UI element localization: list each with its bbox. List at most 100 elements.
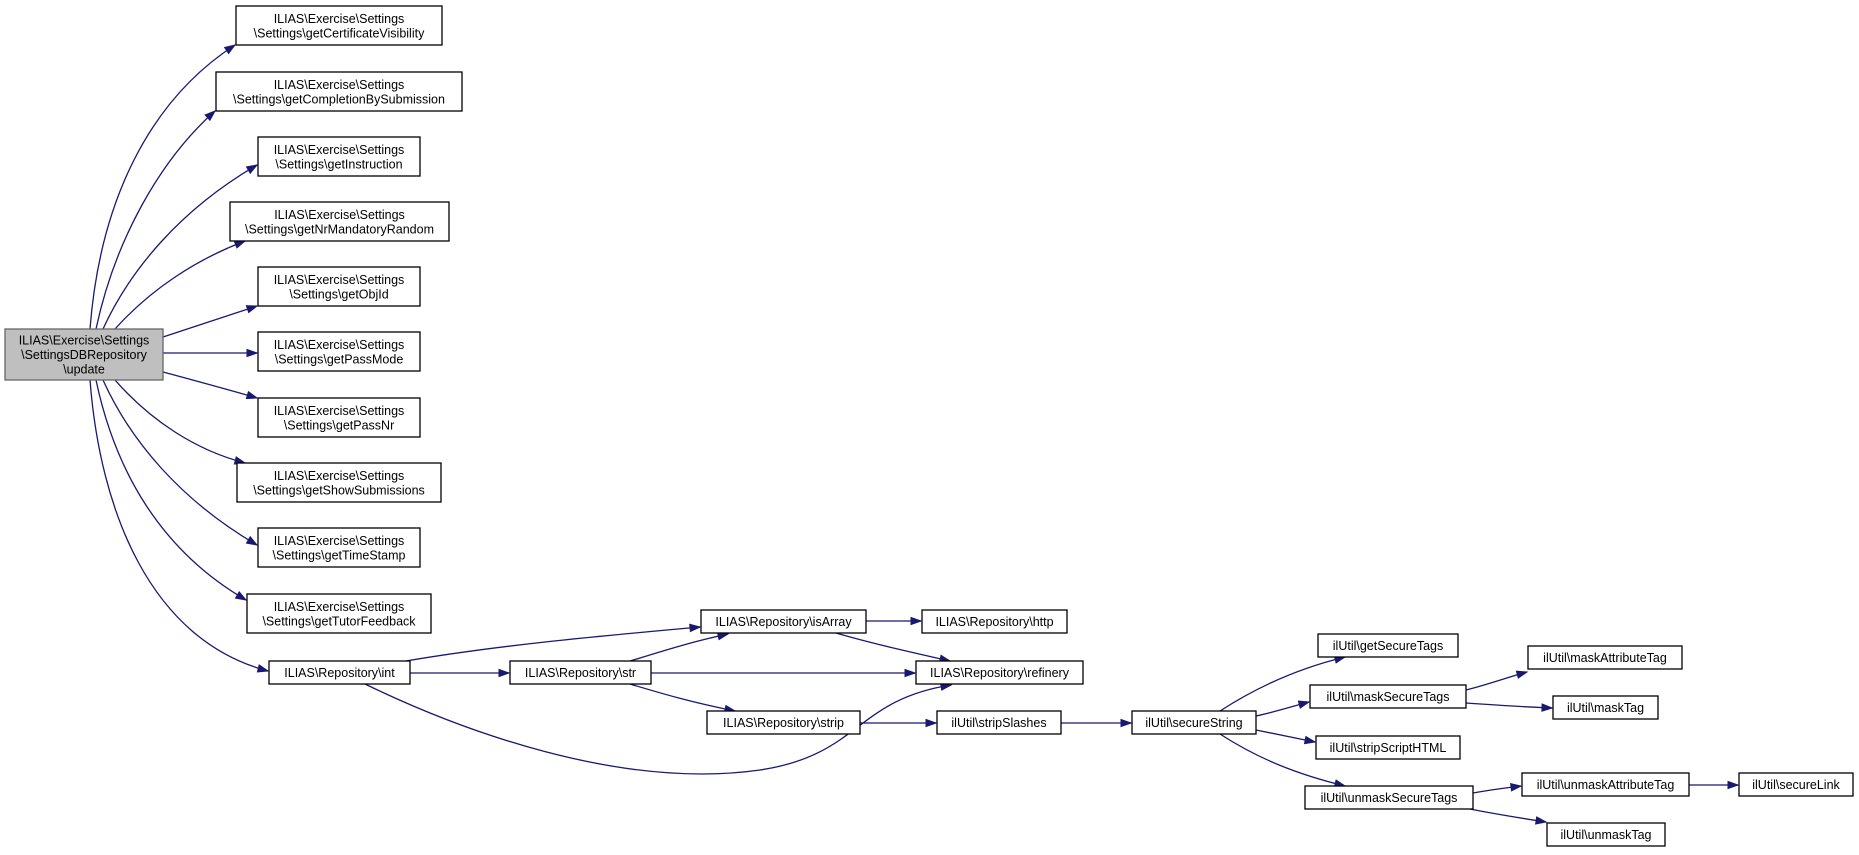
node-maskSecureTags[interactable]: ilUtil\maskSecureTags [1309, 684, 1467, 709]
arrowhead [1541, 703, 1554, 712]
edge-secureString-to-maskSecureTags [1255, 700, 1311, 717]
node-int[interactable]: ILIAS\Repository\int [268, 660, 411, 685]
edge-update-to-getCompletionBySubmission [95, 110, 217, 330]
node-box [229, 201, 450, 242]
node-getTutorFeedback[interactable]: ILIAS\Exercise\Settings\Settings\getTuto… [246, 593, 432, 634]
arrowhead [245, 164, 259, 175]
node-getPassMode[interactable]: ILIAS\Exercise\Settings\Settings\getPass… [257, 331, 421, 372]
node-label: ILIAS\Exercise\Settings [274, 143, 405, 157]
arrowhead [245, 535, 259, 546]
node-label: ilUtil\maskTag [1567, 701, 1644, 715]
edge-line [89, 44, 236, 330]
node-box [1131, 710, 1257, 735]
node-box [936, 710, 1062, 735]
node-stripSlashes[interactable]: ilUtil\stripSlashes [936, 710, 1062, 735]
node-box [509, 660, 652, 685]
node-getObjId[interactable]: ILIAS\Exercise\Settings\Settings\getObjI… [257, 266, 421, 307]
arrowhead [245, 305, 259, 314]
node-box [1546, 822, 1666, 847]
node-label: ilUtil\maskSecureTags [1327, 690, 1450, 704]
node-box [700, 609, 867, 634]
edge-line [162, 305, 258, 338]
arrowhead [233, 240, 247, 249]
node-unmaskTag[interactable]: ilUtil\unmaskTag [1546, 822, 1666, 847]
node-refinery[interactable]: ILIAS\Repository\refinery [915, 660, 1084, 685]
node-label: ilUtil\stripSlashes [951, 716, 1046, 730]
node-unmaskAttributeTag[interactable]: ilUtil\unmaskAttributeTag [1521, 772, 1690, 797]
node-secureLink[interactable]: ilUtil\secureLink [1738, 772, 1854, 797]
node-label: ILIAS\Exercise\Settings [274, 404, 405, 418]
edge-line [405, 626, 701, 662]
node-box [215, 71, 463, 112]
edge-update-to-getTimeStamp [102, 379, 259, 546]
node-box [257, 397, 421, 438]
edge-line [1219, 733, 1346, 787]
arrowhead [1510, 783, 1523, 792]
edge-strip-to-stripSlashes [860, 718, 938, 728]
node-box [246, 593, 432, 634]
edge-update-to-getTutorFeedback [95, 379, 248, 601]
node-box [1738, 772, 1854, 797]
node-label: ILIAS\Exercise\Settings [274, 600, 405, 614]
node-label: \Settings\getObjId [289, 287, 388, 301]
edge-line [835, 632, 951, 662]
node-getSecureTags[interactable]: ilUtil\getSecureTags [1317, 633, 1459, 658]
node-label: \Settings\getShowSubmissions [253, 483, 425, 497]
node-strip[interactable]: ILIAS\Repository\strip [706, 710, 861, 735]
node-stripScriptHTML[interactable]: ilUtil\stripScriptHTML [1315, 735, 1461, 760]
node-maskTag[interactable]: ilUtil\maskTag [1552, 695, 1659, 720]
node-getNrMandatoryRandom[interactable]: ILIAS\Exercise\Settings\Settings\getNrMa… [229, 201, 450, 242]
node-label: ILIAS\Exercise\Settings [274, 273, 405, 287]
node-box [921, 609, 1068, 634]
node-getTimeStamp[interactable]: ILIAS\Exercise\Settings\Settings\getTime… [257, 527, 421, 568]
edge-line [95, 379, 247, 601]
edge-update-to-getPassMode [163, 348, 259, 358]
edge-update-to-getCertificateVisibility [89, 44, 237, 330]
node-box [1309, 684, 1467, 709]
arrowhead [925, 718, 938, 728]
node-getCompletionBySubmission[interactable]: ILIAS\Exercise\Settings\Settings\getComp… [215, 71, 463, 112]
node-http[interactable]: ILIAS\Repository\http [921, 609, 1068, 634]
node-label: ILIAS\Exercise\Settings [19, 334, 150, 348]
edge-update-to-getInstruction [102, 164, 259, 330]
node-label: \Settings\getPassMode [275, 352, 404, 366]
edge-line [114, 379, 246, 464]
node-unmaskSecureTags[interactable]: ilUtil\unmaskSecureTags [1304, 785, 1474, 810]
node-label: ilUtil\unmaskSecureTags [1321, 791, 1458, 805]
node-label: \Settings\getCompletionBySubmission [233, 92, 445, 106]
node-secureString[interactable]: ilUtil\secureString [1131, 710, 1257, 735]
node-box [257, 136, 421, 177]
node-getCertificateVisibility[interactable]: ILIAS\Exercise\Settings\Settings\getCert… [235, 5, 443, 46]
node-box [1317, 633, 1459, 658]
node-update[interactable]: ILIAS\Exercise\Settings\SettingsDBReposi… [4, 328, 164, 381]
edge-line [95, 110, 216, 330]
node-box [1552, 695, 1659, 720]
arrowhead [689, 623, 702, 633]
node-str[interactable]: ILIAS\Repository\str [509, 660, 652, 685]
node-label: \SettingsDBRepository [21, 348, 148, 362]
node-getPassNr[interactable]: ILIAS\Exercise\Settings\Settings\getPass… [257, 397, 421, 438]
arrowhead [204, 110, 217, 122]
node-maskAttributeTag[interactable]: ilUtil\maskAttributeTag [1527, 645, 1683, 670]
arrowhead [910, 616, 923, 626]
arrowhead [904, 668, 917, 678]
arrowhead [1515, 670, 1529, 679]
arrowhead [1120, 718, 1133, 728]
edge-line [1465, 702, 1553, 709]
edge-update-to-getObjId [162, 305, 259, 338]
edge-unmaskAttributeTag-to-secureLink [1689, 780, 1740, 790]
node-label: \Settings\getTutorFeedback [262, 614, 416, 628]
node-getShowSubmissions[interactable]: ILIAS\Exercise\Settings\Settings\getShow… [236, 462, 442, 503]
node-isArray[interactable]: ILIAS\Repository\isArray [700, 609, 867, 634]
node-box [236, 462, 442, 503]
node-label: ilUtil\unmaskTag [1560, 828, 1651, 842]
edge-update-to-getPassNr [162, 371, 259, 400]
edge-stripSlashes-to-secureString [1061, 718, 1133, 728]
call-edges [89, 44, 1740, 825]
node-box [235, 5, 443, 46]
node-box [257, 266, 421, 307]
node-getInstruction[interactable]: ILIAS\Exercise\Settings\Settings\getInst… [257, 136, 421, 177]
node-label: ilUtil\getSecureTags [1333, 639, 1443, 653]
node-box [706, 710, 861, 735]
node-label: ILIAS\Repository\http [935, 615, 1053, 629]
